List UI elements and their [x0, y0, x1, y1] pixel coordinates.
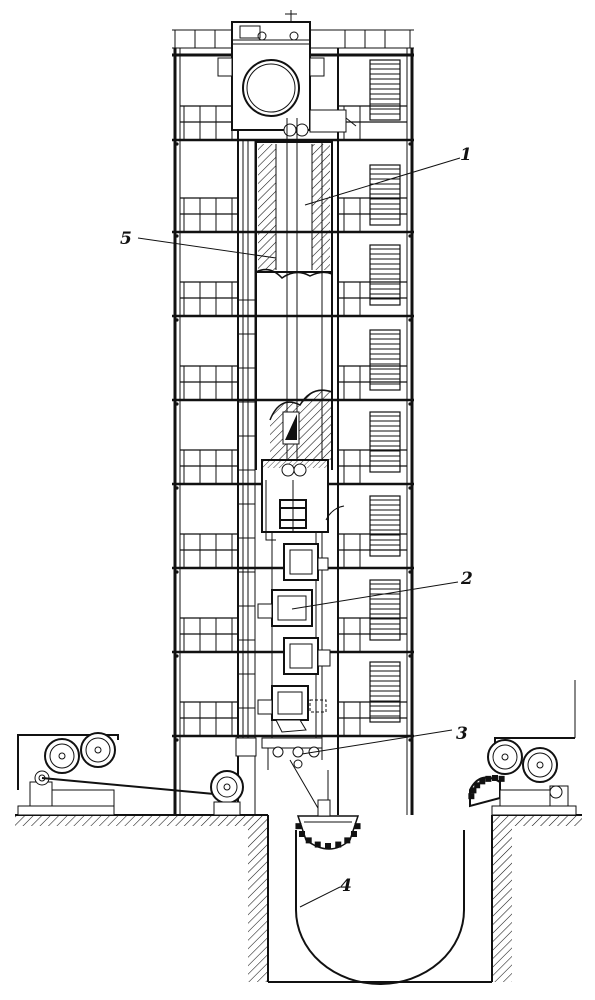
bottom-roller-group: [235, 737, 329, 816]
takeup-tooth: [498, 775, 505, 782]
column-rivet: [175, 570, 179, 574]
tower-floors: [172, 105, 414, 742]
column-rivet: [408, 142, 412, 146]
column-rivet: [408, 654, 412, 658]
column-rivet: [408, 486, 412, 490]
callout-5: 5: [120, 229, 277, 259]
carriage-stack: [257, 532, 331, 745]
stair-flight: [369, 661, 401, 723]
column-rivet: [175, 142, 179, 146]
callout-4: 4: [299, 876, 352, 908]
pit: [248, 815, 512, 983]
callout-3-label: 3: [456, 724, 468, 744]
tower-stairs: [369, 59, 401, 723]
clamp-mechanism: [261, 459, 345, 541]
takeup-tooth: [492, 775, 498, 781]
takeup-tooth: [474, 782, 481, 789]
callout-2: 2: [291, 569, 473, 610]
column-rivet: [175, 234, 179, 238]
column-rivet: [175, 486, 179, 490]
stair-flight: [369, 495, 401, 557]
callout-1-label: 1: [460, 145, 472, 165]
takeup-tooth: [468, 793, 475, 800]
drum-tooth: [344, 837, 351, 844]
callout-3: 3: [301, 724, 468, 755]
column-rivet: [175, 654, 179, 658]
drum-tooth: [335, 841, 342, 848]
right-takeup-unit: [468, 680, 577, 816]
column-rivet: [175, 738, 179, 742]
stair-flight: [369, 59, 401, 121]
takeup-tooth: [479, 778, 486, 785]
left-feed-unit: [17, 732, 226, 816]
column-rivet: [408, 570, 412, 574]
u-loop: [295, 830, 465, 985]
takeup-tooth: [470, 787, 477, 794]
drum-teeth: [295, 823, 361, 849]
column-rivet: [408, 318, 412, 322]
drum-tooth: [314, 841, 321, 848]
stair-flight: [369, 411, 401, 473]
takeup-tooth: [485, 775, 492, 782]
column-rivet: [408, 402, 412, 406]
stair-flight: [369, 164, 401, 226]
callout-5-label: 5: [120, 229, 132, 249]
left-guide-roller: [210, 770, 244, 816]
bottom-drum: [295, 799, 361, 850]
central-shaft: [238, 140, 255, 740]
stair-flight: [369, 579, 401, 641]
drum-tooth: [295, 823, 302, 830]
column-rivet: [408, 738, 412, 742]
drum-tooth: [299, 831, 306, 837]
column-rivet: [175, 402, 179, 406]
furnace-section: [255, 141, 333, 470]
column-rivet: [408, 234, 412, 238]
callout-2-label: 2: [460, 569, 473, 589]
right-takeup-teeth: [468, 775, 505, 800]
drum-tooth: [350, 831, 357, 837]
drum-tooth: [325, 843, 331, 849]
drum-tooth: [354, 823, 361, 830]
callout-4-label: 4: [340, 876, 352, 896]
stair-flight: [369, 329, 401, 391]
stair-flight: [369, 244, 401, 306]
callout-1: 1: [304, 145, 472, 206]
drum-tooth: [305, 837, 312, 844]
column-rivet: [175, 318, 179, 322]
